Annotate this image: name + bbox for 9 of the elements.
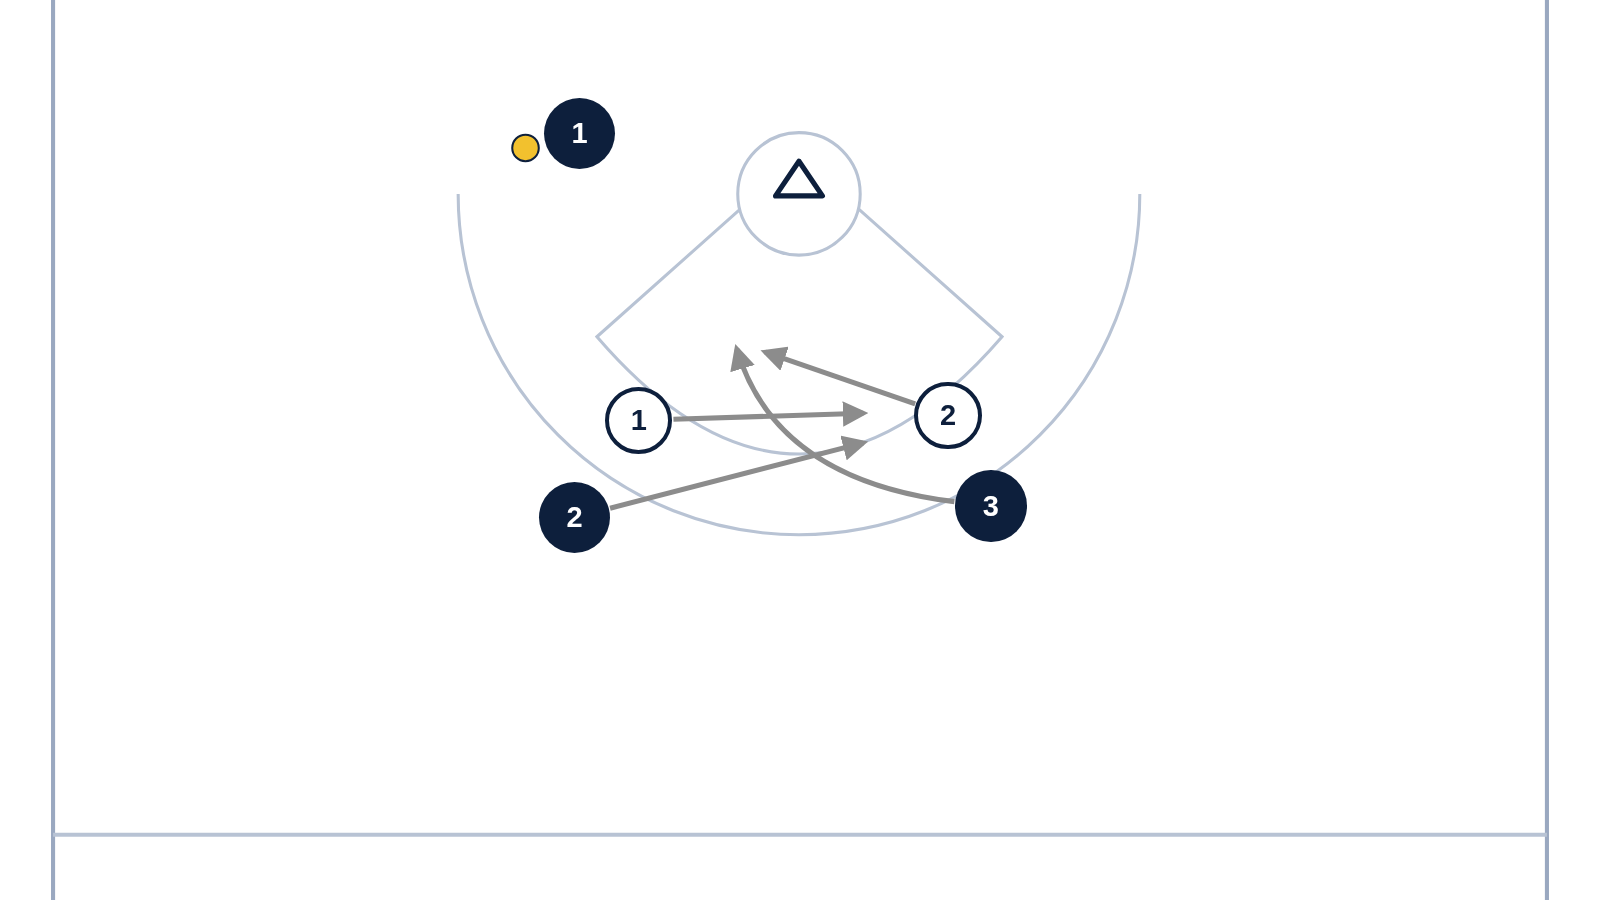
player-marker: 2 [538, 481, 611, 554]
movement-arrow [609, 435, 869, 511]
player-marker: 1 [543, 97, 616, 170]
movement-arrow [760, 346, 916, 407]
opponent-marker: 2 [914, 381, 982, 449]
player-marker: 3 [955, 470, 1027, 542]
movement-arrow [673, 401, 869, 427]
movement-arrow [731, 344, 955, 505]
opponent-marker: 1 [605, 386, 673, 455]
